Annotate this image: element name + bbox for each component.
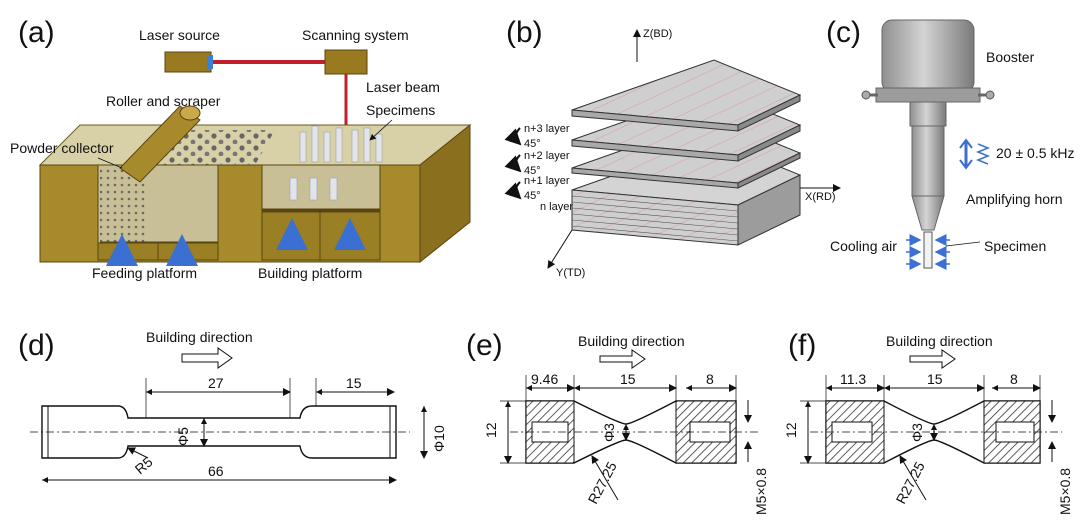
panel-c: (c) Booster 20 ± 0.5 kHz Amp xyxy=(826,16,1075,270)
label-laser-source: Laser source xyxy=(139,27,220,43)
building-direction-arrow-e xyxy=(599,349,646,369)
vibration-symbol xyxy=(959,138,991,170)
bolt-right xyxy=(985,90,995,100)
label-angle-1: 45° xyxy=(524,138,541,150)
booster-body xyxy=(881,19,975,93)
dim-r27-leader-e xyxy=(591,455,619,501)
panel-f: (f) Building direction 11.3 15 8 12 Φ3 R… xyxy=(783,329,1073,515)
specimen-pillars xyxy=(289,125,383,201)
cooling-air-arrows xyxy=(906,234,950,270)
label-building-platform: Building platform xyxy=(258,265,362,281)
label-cooling-air: Cooling air xyxy=(830,238,897,254)
dim-r27-leader-f xyxy=(899,455,927,501)
label-building-direction-d: Building direction xyxy=(146,329,253,345)
horn-body xyxy=(911,125,945,197)
label-layer-n3: n+3 layer xyxy=(524,123,570,135)
dim-r5: R5 xyxy=(132,453,156,477)
dim-r27-25-f: R27.25 xyxy=(893,459,928,507)
label-specimen: Specimen xyxy=(984,238,1046,254)
label-specimens: Specimens xyxy=(366,102,435,118)
dim-66: 66 xyxy=(208,463,224,479)
label-booster: Booster xyxy=(986,49,1035,65)
laser-source-box xyxy=(164,51,212,73)
dim-phi3-f: Φ3 xyxy=(909,423,925,442)
feeding-cell-left xyxy=(97,242,159,261)
bolt-left xyxy=(861,90,871,100)
dim-r27-25-e: R27.25 xyxy=(585,459,620,507)
dim-phi5: Φ5 xyxy=(175,427,191,446)
dim-phi10: Φ10 xyxy=(431,425,447,452)
label-feeding-platform: Feeding platform xyxy=(92,265,197,281)
dim-12-e: 12 xyxy=(483,422,499,438)
small-specimen xyxy=(923,231,933,269)
dim-15-f: 15 xyxy=(927,371,943,387)
panel-d: (d) Building direction 27 15 Φ5 Φ10 R5 6… xyxy=(18,329,447,484)
dim-8-f: 8 xyxy=(1010,371,1018,387)
dim-8-e: 8 xyxy=(706,371,714,387)
label-powder-collector: Powder collector xyxy=(10,140,114,156)
powder-collector-leader xyxy=(97,157,123,169)
dim-r5-leader xyxy=(127,447,149,459)
panel-e: (e) Building direction 9.46 15 8 12 Φ3 R… xyxy=(466,329,769,515)
label-building-direction-e: Building direction xyxy=(578,333,685,349)
label-x-axis: X(RD) xyxy=(805,191,836,203)
label-y-axis: Y(TD) xyxy=(556,267,585,279)
roller-scraper xyxy=(119,105,201,183)
panel-a: (a) xyxy=(10,16,472,281)
platform-side xyxy=(419,123,471,264)
dim-15-d: 15 xyxy=(346,375,362,391)
scanning-system-box xyxy=(324,49,368,75)
label-layer-n2: n+2 layer xyxy=(524,150,570,162)
panel-label-d: (d) xyxy=(18,329,55,362)
label-angle-2: 45° xyxy=(524,165,541,177)
booster-flange xyxy=(875,87,981,103)
dim-m5-e: M5×0.8 xyxy=(753,468,769,515)
label-scanning-system: Scanning system xyxy=(302,27,409,43)
label-building-direction-f: Building direction xyxy=(886,333,993,349)
layer-n-plus-3 xyxy=(571,59,802,132)
label-angle-3: 45° xyxy=(524,190,541,202)
rotation-arcs xyxy=(504,127,522,200)
panel-b: (b) Z(BD) xyxy=(504,16,841,279)
dim-12-f: 12 xyxy=(783,422,799,438)
platform-arrows xyxy=(106,218,366,266)
dim-15-e: 15 xyxy=(620,371,636,387)
panel-label-f: (f) xyxy=(788,329,816,362)
horn-tip xyxy=(911,195,945,231)
feeding-cell-right xyxy=(157,242,219,261)
specimens-leader xyxy=(369,119,393,141)
dim-phi3-e: Φ3 xyxy=(601,423,617,442)
label-layer-n: n layer xyxy=(540,201,573,213)
panel-label-b: (b) xyxy=(506,16,543,49)
label-laser-beam: Laser beam xyxy=(366,79,440,95)
building-direction-arrow-d xyxy=(181,347,233,369)
building-direction-arrow-f xyxy=(909,349,956,369)
dim-9-46: 9.46 xyxy=(531,371,558,387)
dim-m5-f: M5×0.8 xyxy=(1057,468,1073,515)
booster-neck xyxy=(909,101,947,127)
laser-lens xyxy=(207,55,213,69)
label-roller-scraper: Roller and scraper xyxy=(106,93,221,109)
dim-27: 27 xyxy=(208,375,224,391)
panel-label-e: (e) xyxy=(466,329,503,362)
label-amplifying-horn: Amplifying horn xyxy=(966,191,1063,207)
panel-label-a: (a) xyxy=(18,16,55,49)
y-axis-line xyxy=(547,229,573,269)
specimen-leader xyxy=(945,241,981,247)
panel-label-c: (c) xyxy=(826,16,861,49)
label-layer-n1: n+1 layer xyxy=(524,175,570,187)
label-z-axis: Z(BD) xyxy=(643,28,672,40)
dim-11-3: 11.3 xyxy=(840,371,866,387)
label-frequency: 20 ± 0.5 kHz xyxy=(996,145,1075,161)
